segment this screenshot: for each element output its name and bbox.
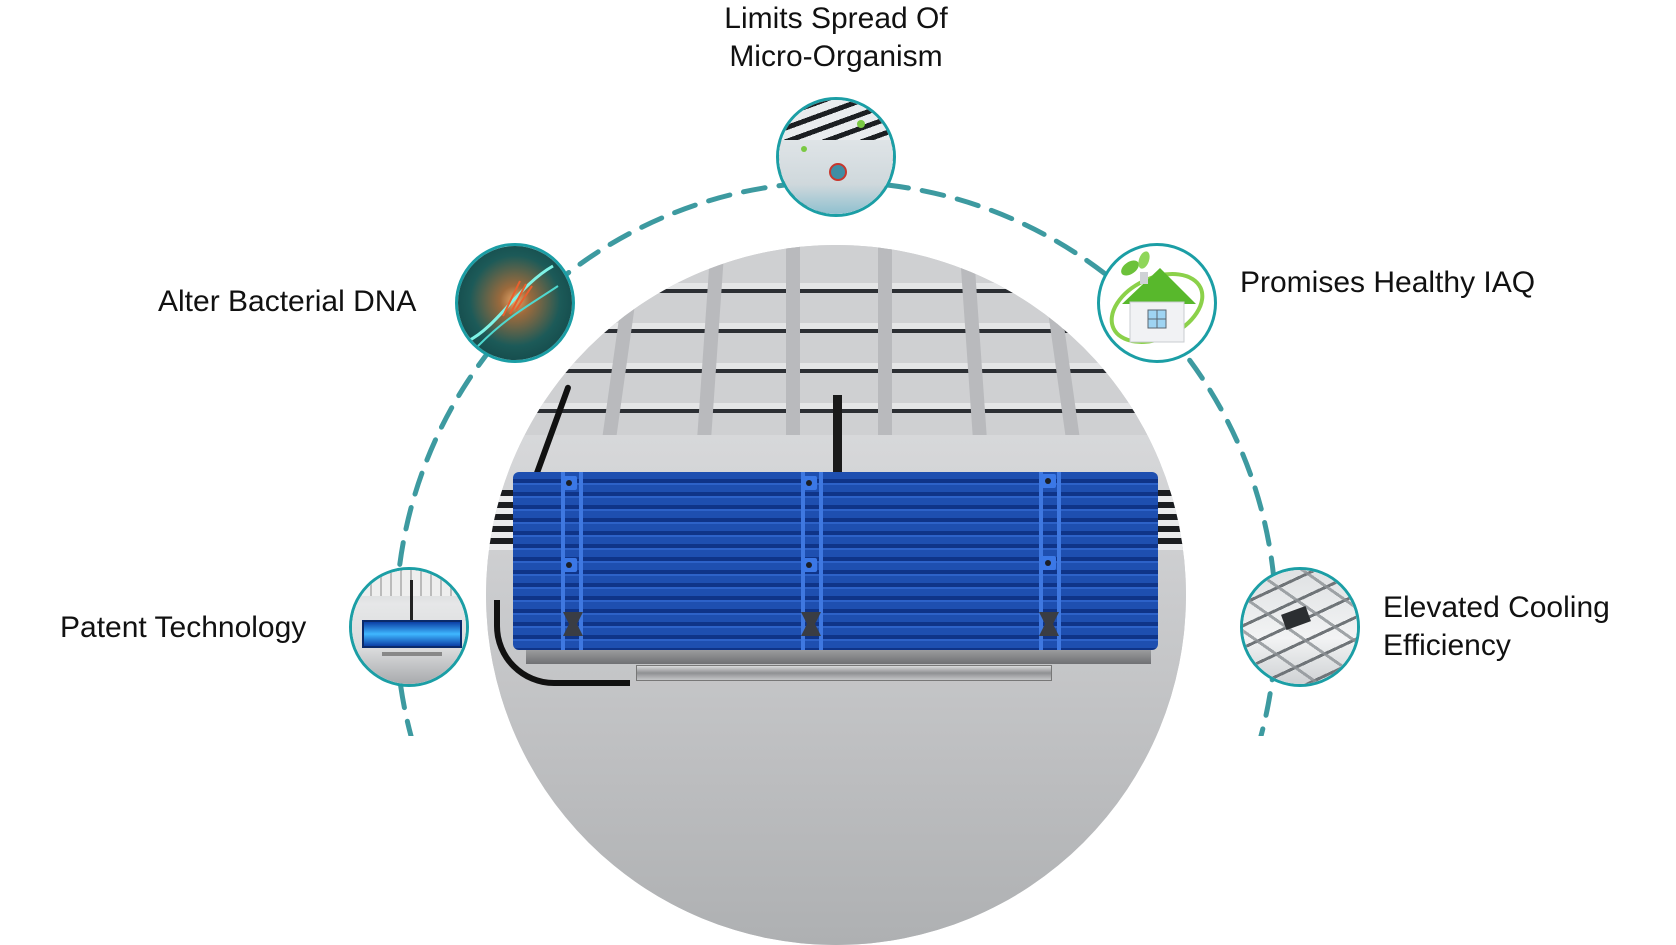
uv-lamp-unit-icon bbox=[349, 567, 469, 687]
feature-label-upper-right: Promises Healthy IAQ bbox=[1240, 266, 1536, 299]
green-house-icon bbox=[1097, 243, 1217, 363]
hanging-rod bbox=[833, 395, 842, 473]
feature-label-upper-left: Alter Bacterial DNA bbox=[158, 285, 417, 318]
feature-diagram: Limits Spread Of Micro-Organism Alter Ba… bbox=[60, 2, 1610, 945]
uv-lamp-tube bbox=[636, 665, 1052, 681]
dna-helix-icon bbox=[455, 243, 575, 363]
feature-label-lower-left: Patent Technology bbox=[60, 611, 307, 644]
ceiling-diffuser-microbe-icon bbox=[776, 97, 896, 217]
feature-label-top: Limits Spread Of Micro-Organism bbox=[724, 2, 948, 73]
hvac-pipes-icon bbox=[1240, 567, 1360, 687]
blue-finned-unit bbox=[513, 472, 1158, 650]
feature-label-lower-right: Elevated Cooling Efficiency bbox=[1383, 591, 1610, 662]
metal-tray bbox=[526, 650, 1151, 664]
power-cable-lower bbox=[494, 600, 630, 686]
product-photo bbox=[486, 245, 1186, 945]
